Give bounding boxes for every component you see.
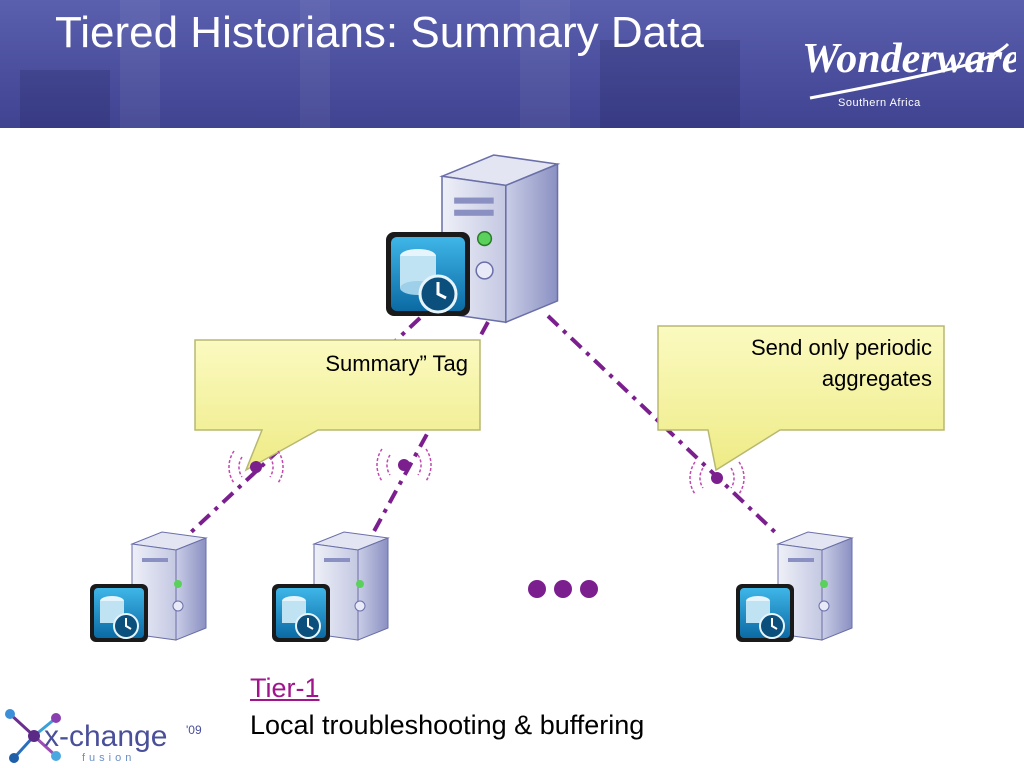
xchange-logo: x-change '09 fusion — [5, 709, 202, 764]
callout-aggregates-line-1: Send only periodic — [750, 335, 932, 360]
background-stripe — [300, 0, 330, 128]
slide-title: Tiered Historians: Summary Data — [55, 8, 704, 57]
xchange-logo-text: x-change — [44, 720, 167, 753]
database-clock-icon — [90, 584, 148, 642]
header-banner: Tiered Historians: Summary Data Wonderwa… — [0, 0, 1024, 128]
link-line — [546, 314, 780, 537]
wonderware-logo: Wonderware — [802, 36, 1016, 100]
xchange-logo-year: '09 — [186, 723, 202, 737]
callout-periodic-aggregates — [657, 325, 945, 472]
ellipsis-dot — [580, 580, 598, 598]
wireless-signal-icon — [689, 461, 745, 495]
xchange-logo-sub: fusion — [82, 752, 135, 764]
wireless-signal-icon — [228, 450, 284, 484]
molecule-icon — [5, 709, 61, 763]
server-tier1-1 — [130, 531, 208, 641]
network-diagram — [90, 154, 945, 642]
database-clock-icon — [736, 584, 794, 642]
background-building — [20, 70, 110, 128]
callout-aggregates-text: Send only periodic aggregates — [664, 332, 932, 394]
ellipsis-dot — [528, 580, 546, 598]
callout-summary-text: Summary” Tag — [325, 351, 468, 376]
link-line — [186, 316, 422, 537]
callout-summary-tag — [194, 339, 481, 472]
tier-label[interactable]: Tier-1 — [250, 673, 320, 703]
wonderware-logo-text: Wonderware — [802, 36, 1016, 82]
background-stripe — [120, 0, 160, 128]
background-stripe — [520, 0, 570, 128]
ellipsis-dot — [554, 580, 572, 598]
callout-aggregates-line-2: aggregates — [821, 366, 932, 391]
wireless-signal-icon — [376, 448, 432, 482]
background-building — [600, 40, 740, 128]
database-clock-icon — [272, 584, 330, 642]
logo-subtitle: Southern Africa — [838, 97, 921, 109]
tier-description: Local troubleshooting & buffering — [250, 710, 645, 740]
database-clock-icon — [386, 232, 470, 316]
